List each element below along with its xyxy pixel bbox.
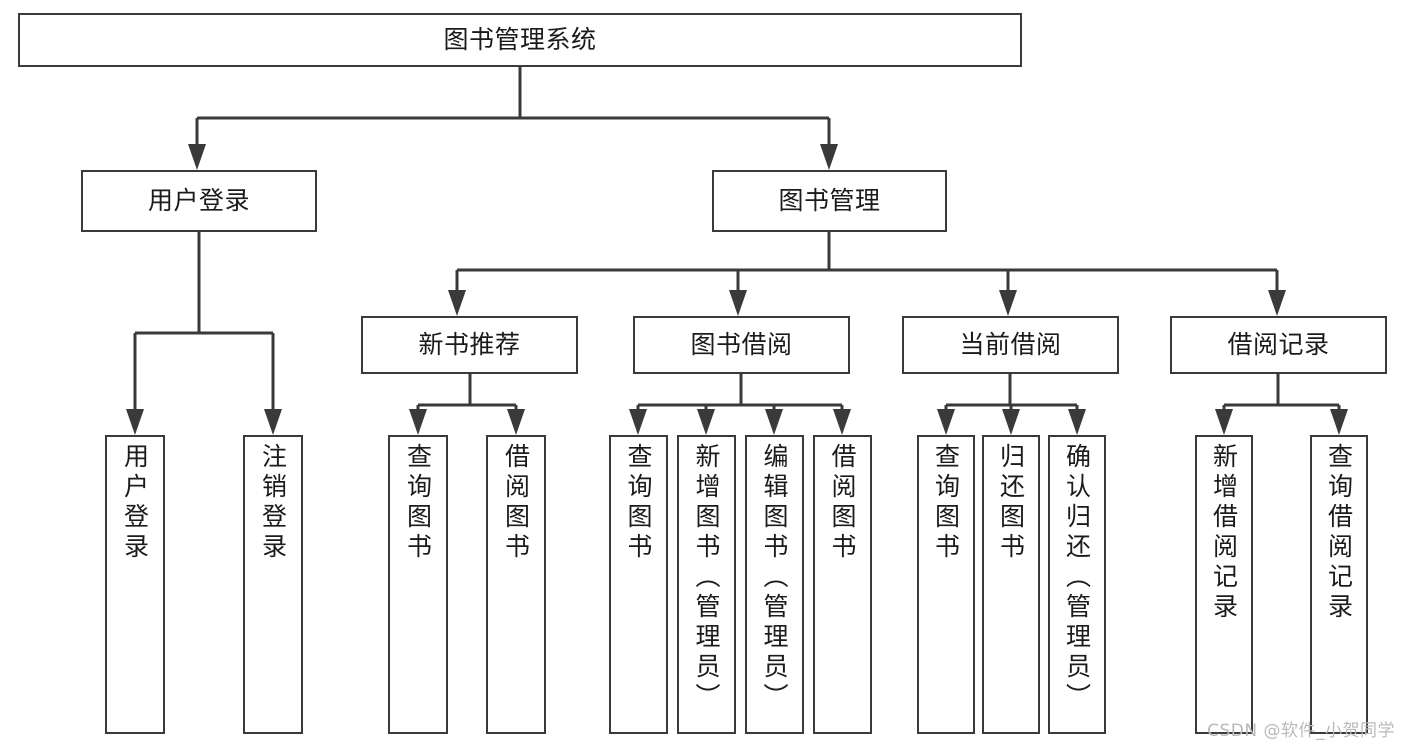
node-label: 图书管理系统	[443, 25, 597, 55]
node-label: 用户登录	[120, 443, 150, 563]
node-book-manage[interactable]: 图书管理	[712, 170, 947, 232]
node-label: 图书管理	[778, 186, 881, 216]
node-label: 新增借阅记录	[1209, 443, 1239, 623]
node-book-borrow[interactable]: 图书借阅	[633, 316, 850, 374]
node-label: 查询图书	[624, 443, 653, 563]
node-label: 用户登录	[147, 186, 250, 216]
node-label: 编辑图书（管理员）	[760, 443, 789, 713]
node-leaf-edit-book[interactable]: 编辑图书（管理员）	[745, 435, 804, 734]
node-label: 注销登录	[258, 443, 288, 563]
node-leaf-borrow-book-1[interactable]: 借阅图书	[486, 435, 546, 734]
node-leaf-user-login[interactable]: 用户登录	[105, 435, 165, 734]
node-leaf-query-book-1[interactable]: 查询图书	[388, 435, 448, 734]
node-leaf-query-book-3[interactable]: 查询图书	[917, 435, 975, 734]
node-label: 查询图书	[403, 443, 433, 563]
node-leaf-add-record[interactable]: 新增借阅记录	[1195, 435, 1253, 734]
node-root[interactable]: 图书管理系统	[18, 13, 1022, 67]
node-new-book-rec[interactable]: 新书推荐	[361, 316, 578, 374]
node-label: 确认归还（管理员）	[1062, 443, 1092, 713]
node-leaf-query-record[interactable]: 查询借阅记录	[1310, 435, 1368, 734]
watermark-text: CSDN @软件_小贺同学	[1207, 721, 1395, 741]
node-leaf-borrow-book-2[interactable]: 借阅图书	[813, 435, 872, 734]
node-leaf-logout[interactable]: 注销登录	[243, 435, 303, 734]
node-label: 图书借阅	[690, 330, 793, 360]
node-current-borrow[interactable]: 当前借阅	[902, 316, 1119, 374]
node-label: 借阅图书	[828, 443, 857, 563]
node-leaf-confirm-return[interactable]: 确认归还（管理员）	[1048, 435, 1106, 734]
node-leaf-query-book-2[interactable]: 查询图书	[609, 435, 668, 734]
node-label: 当前借阅	[959, 330, 1062, 360]
node-label: 查询图书	[931, 443, 961, 563]
node-label: 新书推荐	[418, 330, 521, 360]
node-leaf-add-book[interactable]: 新增图书（管理员）	[677, 435, 736, 734]
node-user-login[interactable]: 用户登录	[81, 170, 317, 232]
node-label: 新增图书（管理员）	[692, 443, 721, 713]
node-borrow-record[interactable]: 借阅记录	[1170, 316, 1387, 374]
node-leaf-return-book[interactable]: 归还图书	[982, 435, 1040, 734]
node-label: 借阅记录	[1227, 330, 1330, 360]
node-label: 借阅图书	[501, 443, 531, 563]
node-label: 查询借阅记录	[1324, 443, 1354, 623]
node-label: 归还图书	[996, 443, 1026, 563]
